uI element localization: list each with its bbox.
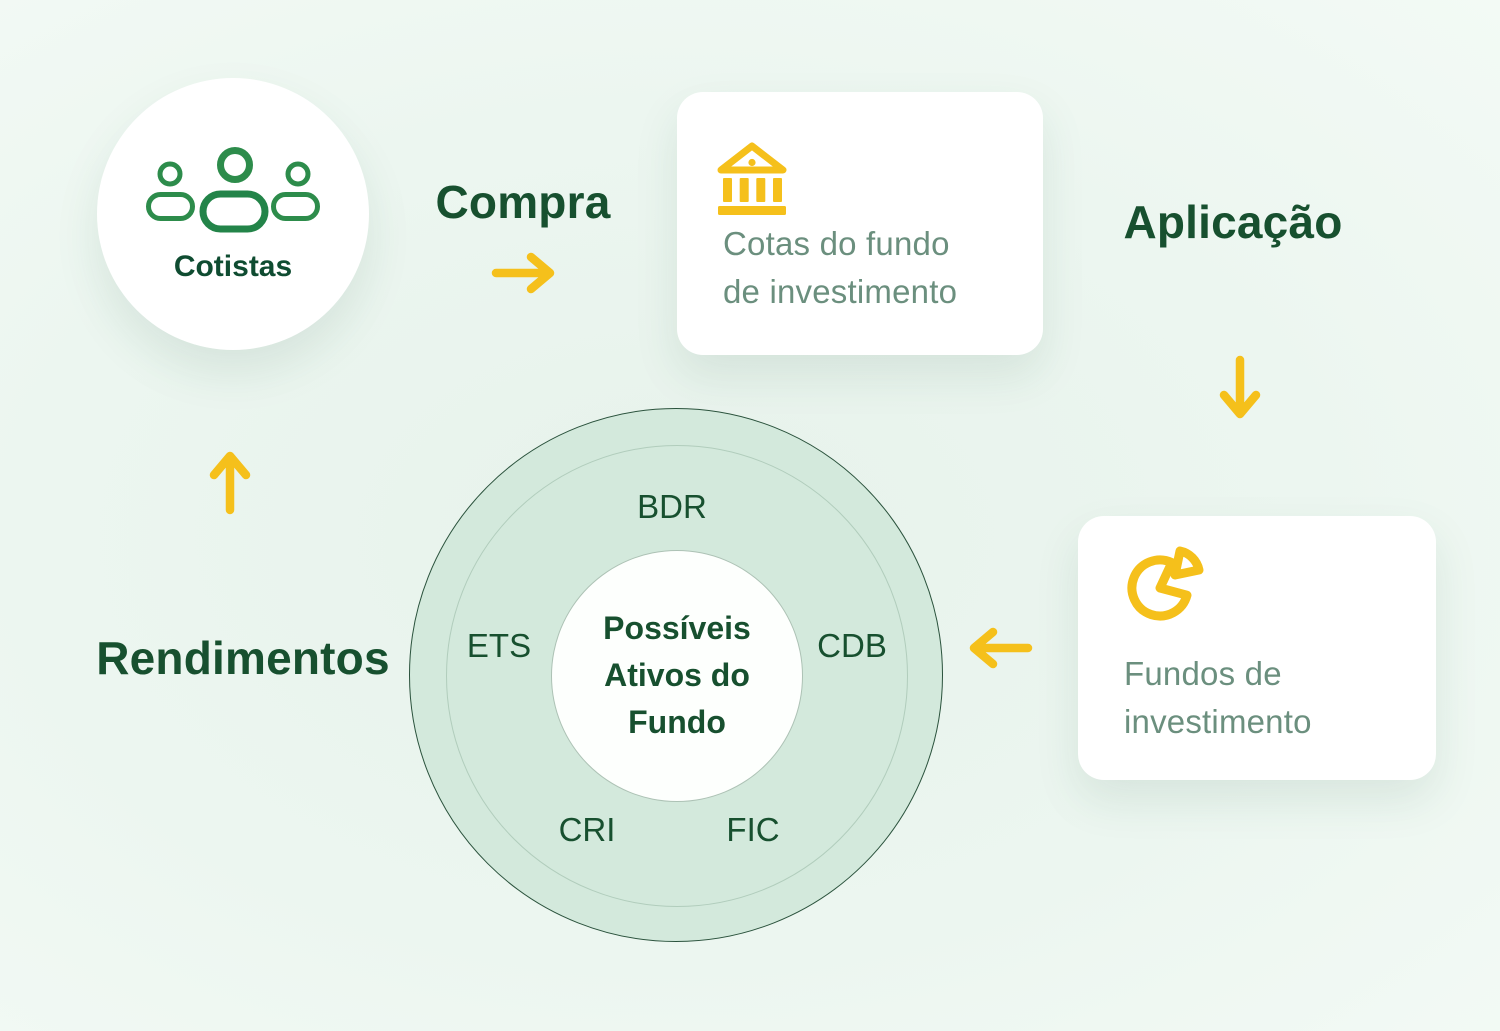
cotas-card-line2: de investimento xyxy=(723,273,958,310)
cotistas-label: Cotistas xyxy=(173,250,293,283)
assets-center-line3: Fundo xyxy=(628,704,726,740)
bank-icon xyxy=(716,141,788,222)
cotistas-node: Cotistas xyxy=(97,78,369,350)
fundos-card-line2: investimento xyxy=(1124,703,1312,740)
assets-inner-circle xyxy=(551,550,803,802)
asset-label-cri: CRI xyxy=(558,811,616,848)
fundos-card-text: Fundos de investimento xyxy=(1124,650,1312,746)
asset-label-bdr: BDR xyxy=(637,488,707,525)
people-icon xyxy=(145,147,321,238)
assets-middle-ring xyxy=(446,445,908,907)
cotas-card-line1: Cotas do fundo xyxy=(723,225,950,262)
fundos-card-line1: Fundos de xyxy=(1124,655,1282,692)
cotas-card-text: Cotas do fundo de investimento xyxy=(723,220,957,316)
arrow-down-icon xyxy=(1218,354,1262,424)
arrow-left-icon xyxy=(964,626,1034,670)
asset-label-ets: ETS xyxy=(466,627,532,664)
assets-center-line2: Ativos do xyxy=(604,657,750,693)
rendimentos-label: Rendimentos xyxy=(96,632,390,684)
assets-outer-ring: Possíveis Ativos do Fundo BDR ETS CDB CR… xyxy=(409,408,943,942)
asset-label-fic: FIC xyxy=(726,811,780,848)
arrow-up-icon xyxy=(208,446,252,516)
arrow-right-icon xyxy=(490,251,560,295)
fundos-card: Fundos de investimento xyxy=(1078,516,1436,780)
cotas-card: Cotas do fundo de investimento xyxy=(677,92,1043,355)
compra-label: Compra xyxy=(435,176,611,228)
asset-label-cdb: CDB xyxy=(817,627,887,664)
assets-center-text: Possíveis Ativos do Fundo xyxy=(551,605,803,746)
assets-center-line1: Possíveis xyxy=(603,610,751,646)
pie-chart-icon xyxy=(1122,542,1210,635)
aplicacao-label: Aplicação xyxy=(1123,196,1343,248)
